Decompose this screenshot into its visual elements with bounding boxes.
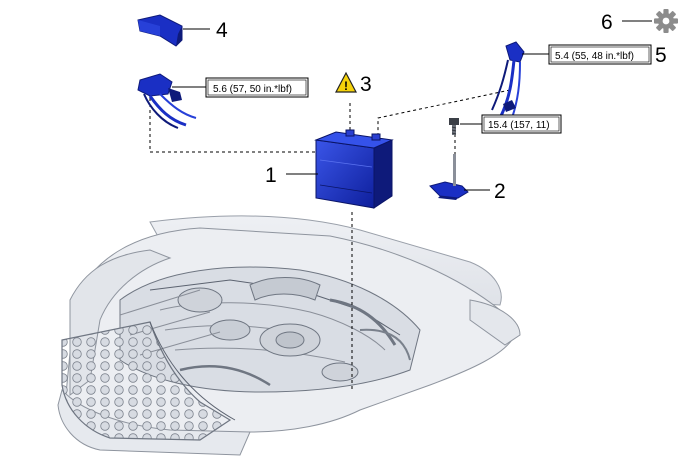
negative-cable-part xyxy=(137,73,197,129)
torque-label-bolt: 15.4 (157, 11) xyxy=(488,120,550,131)
torque-box-bolt xyxy=(481,114,562,134)
battery-clamp-bracket-part xyxy=(429,154,469,200)
torque-label-positive: 5.4 (55, 48 in.*lbf) xyxy=(555,51,634,62)
gear-icon xyxy=(654,9,678,33)
callout-6: 6 xyxy=(601,11,613,34)
callout-3: 3 xyxy=(360,73,372,96)
callout-1: 1 xyxy=(265,164,277,187)
callout-2: 2 xyxy=(494,180,506,203)
battery-part xyxy=(314,129,394,209)
callout-5: 5 xyxy=(655,44,667,67)
torque-box-negative xyxy=(205,77,309,98)
positive-cable-part xyxy=(491,41,525,119)
torque-box-positive xyxy=(548,44,652,65)
engine-bay-illustration xyxy=(57,215,521,456)
callout-4: 4 xyxy=(216,19,228,42)
warning-triangle-icon: ! xyxy=(335,71,357,93)
terminal-cover-part xyxy=(137,14,183,47)
svg-text:!: ! xyxy=(344,79,348,93)
torque-label-negative: 5.6 (57, 50 in.*lbf) xyxy=(213,84,292,95)
bracket-bolt-part xyxy=(449,118,459,135)
